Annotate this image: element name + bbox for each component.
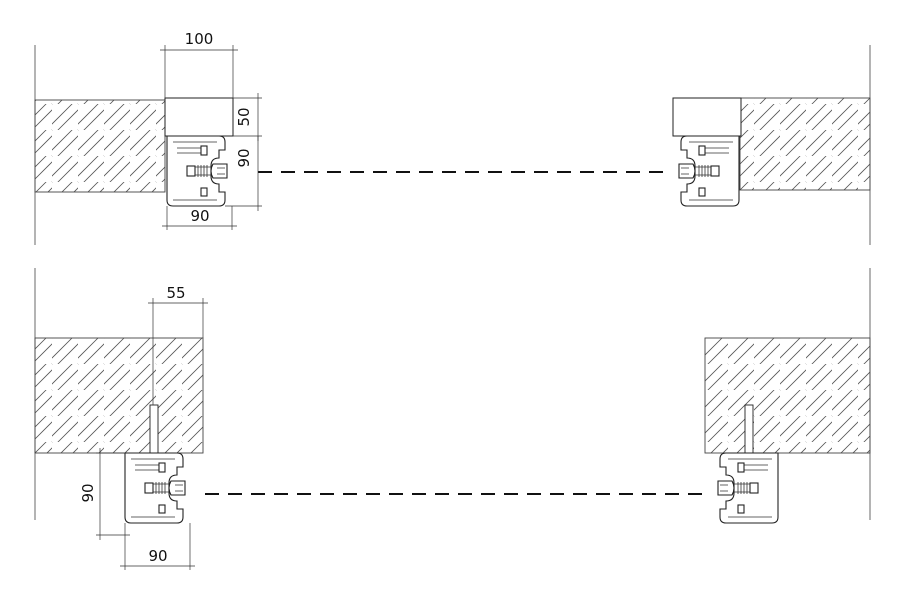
profile-box-left-top — [164, 97, 234, 137]
top-detail: 100 50 90 90 — [34, 30, 871, 245]
dim-label-top-width: 100 — [185, 30, 214, 48]
bracket-left-bottom — [124, 452, 186, 524]
bracket-right-top — [678, 135, 740, 207]
bottom-detail: 55 90 90 — [34, 268, 871, 570]
wall-section-right-top — [739, 97, 871, 191]
dim-label-bottom-bracket-width: 90 — [148, 547, 167, 565]
wall-section-left-bottom — [34, 337, 204, 454]
dim-label-top-height: 50 — [235, 107, 253, 126]
anchor-right-bottom — [744, 404, 754, 454]
dim-label-top-bracket-height: 90 — [235, 148, 253, 167]
dim-label-bottom-offset: 55 — [166, 284, 185, 302]
bracket-right-bottom — [717, 452, 779, 524]
dim-label-bottom-bracket-height: 90 — [79, 483, 97, 502]
anchor-left-bottom — [149, 404, 159, 454]
bracket-left-top — [166, 135, 228, 207]
wall-section-left-top — [34, 99, 166, 193]
wall-section-right-bottom — [704, 337, 871, 454]
profile-box-right-top — [672, 97, 742, 137]
dim-label-top-bracket-width: 90 — [190, 207, 209, 225]
